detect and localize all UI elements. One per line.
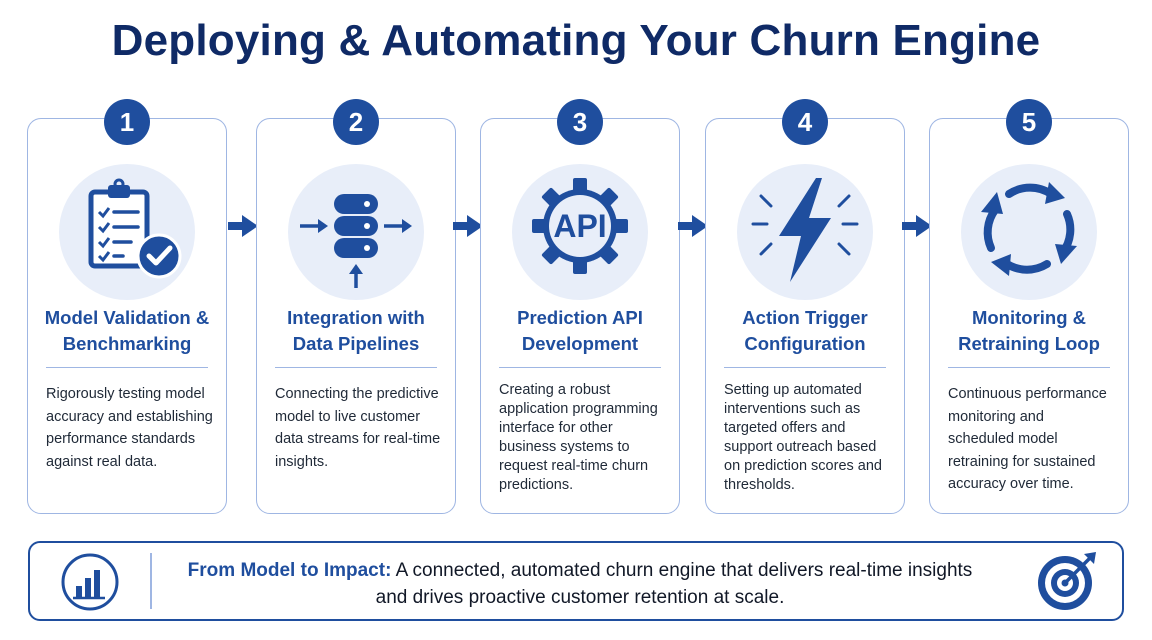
bar-chart-icon xyxy=(61,553,119,611)
arrow-right-icon xyxy=(902,215,932,237)
summary-banner: From Model to Impact: A connected, autom… xyxy=(28,541,1124,621)
arrow-right-icon xyxy=(678,215,708,237)
summary-line-1: A connected, automated churn engine that… xyxy=(391,560,973,581)
divider xyxy=(724,367,886,368)
step-card-2: 2 Integration with Data Pipelines Connec… xyxy=(256,99,456,514)
summary-heading: From Model to Impact: xyxy=(187,560,392,581)
step-description: Setting up automated interventions such … xyxy=(724,382,882,493)
step-number-badge: 3 xyxy=(557,99,603,145)
step-description: Connecting the predictive model to live … xyxy=(275,386,441,470)
footer-divider xyxy=(150,553,152,609)
step-description: Rigorously testing model accuracy and es… xyxy=(46,386,213,470)
page-title: Deploying & Automating Your Churn Engine xyxy=(111,16,1041,65)
step-card-1: 1 Model Validation & Benchmarking Rigoro… xyxy=(27,99,227,514)
arrow-right-icon xyxy=(228,215,258,237)
step-title: Model Validation & Benchmarking xyxy=(44,307,210,354)
database-pipeline-icon xyxy=(300,194,412,288)
step-number-badge: 5 xyxy=(1006,99,1052,145)
lightning-bolt-icon xyxy=(751,178,859,282)
clipboard-check-icon xyxy=(88,178,182,279)
step-number-badge: 2 xyxy=(333,99,379,145)
divider xyxy=(499,367,661,368)
target-icon xyxy=(1038,552,1096,610)
step-description: Continuous performance monitoring and sc… xyxy=(948,386,1107,492)
step-card-3: 3 API Prediction API Development Creatin… xyxy=(480,99,680,514)
step-number-badge: 1 xyxy=(104,99,150,145)
step-card-4: 4 Action Trigger Configuration Setting u… xyxy=(705,99,905,514)
api-label: API xyxy=(553,208,606,244)
step-card-5: 5 Monitoring & Retraining Loop Continuou… xyxy=(929,99,1129,514)
step-number-badge: 4 xyxy=(782,99,828,145)
divider xyxy=(948,367,1110,368)
step-title: Integration with Data Pipelines xyxy=(287,307,425,354)
refresh-cycle-icon xyxy=(981,182,1077,276)
step-title: Monitoring & Retraining Loop xyxy=(958,307,1100,354)
arrow-right-icon xyxy=(453,215,483,237)
summary-text: From Model to Impact: A connected, autom… xyxy=(160,557,1000,611)
step-title: Prediction API Development xyxy=(517,307,643,354)
step-description: Creating a robust application programmin… xyxy=(499,382,658,493)
divider xyxy=(46,367,208,368)
summary-line-2: and drives proactive customer retention … xyxy=(375,587,785,608)
step-title: Action Trigger Configuration xyxy=(742,307,868,354)
api-gear-icon: API xyxy=(532,178,628,274)
divider xyxy=(275,367,437,368)
